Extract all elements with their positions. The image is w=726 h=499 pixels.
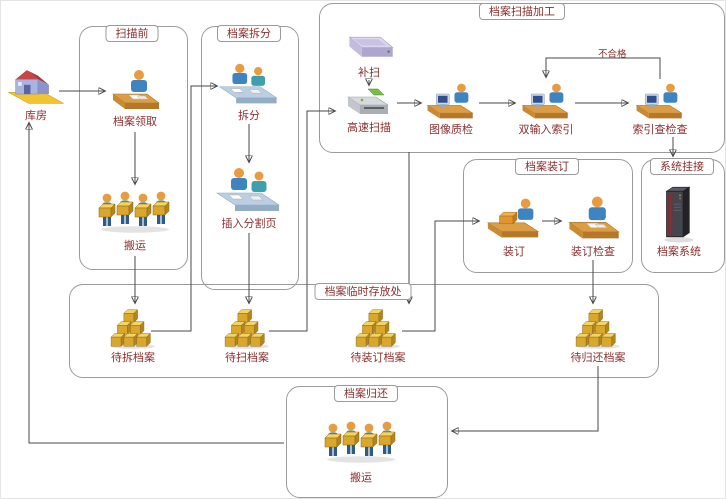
group-title-temp-storage: 档案临时存放处 xyxy=(314,283,412,300)
group-title-scan-processing: 档案扫描加工 xyxy=(479,3,565,20)
clerk-desk-icon xyxy=(105,67,165,113)
node-insert-divider: 插入分割页 xyxy=(207,165,291,230)
node-archive-receive: 档案领取 xyxy=(99,67,171,128)
carton-stack-icon xyxy=(571,307,625,349)
node-label: 搬运 xyxy=(124,239,146,252)
node-bind: 装订 xyxy=(483,193,545,258)
computer-operator-icon xyxy=(630,81,690,121)
group-title-archive-return: 档案归还 xyxy=(334,385,398,402)
node-image-qc: 图像质检 xyxy=(419,81,483,136)
node-label: 高速扫描 xyxy=(347,121,391,134)
group-title-binding: 档案装订 xyxy=(515,158,579,175)
node-label: 库房 xyxy=(25,109,47,122)
node-label: 装订 xyxy=(503,245,525,258)
node-label: 插入分割页 xyxy=(221,217,277,230)
group-title-pre-scan: 扫描前 xyxy=(105,25,159,42)
group-title-system-link: 系统挂接 xyxy=(650,158,714,175)
warehouse-icon xyxy=(5,59,67,107)
node-archive-system: 档案系统 xyxy=(651,183,707,258)
node-split: 拆分 xyxy=(211,61,287,122)
node-bind-check: 装订检查 xyxy=(561,193,625,258)
node-carry-top: 搬运 xyxy=(95,187,175,252)
node-label: 补扫 xyxy=(358,66,380,79)
node-label: 图像质检 xyxy=(429,123,473,136)
carton-stack-icon xyxy=(106,307,160,349)
node-to-bind: 待装订档案 xyxy=(343,307,413,364)
node-label: 档案系统 xyxy=(657,245,701,258)
node-label: 待拆档案 xyxy=(111,351,155,364)
node-highspeed-scan: 高速扫描 xyxy=(337,87,401,134)
node-warehouse: 库房 xyxy=(3,59,69,122)
node-to-split: 待拆档案 xyxy=(101,307,165,364)
node-label: 待装订档案 xyxy=(350,351,406,364)
binding-desk-icon xyxy=(484,193,544,243)
node-label: 待扫档案 xyxy=(225,351,269,364)
node-label: 搬运 xyxy=(350,471,372,484)
carriers-icon xyxy=(321,415,401,469)
computer-operator-icon xyxy=(421,81,481,121)
node-label: 双输入索引 xyxy=(518,123,574,136)
carton-stack-icon xyxy=(220,307,274,349)
node-carry-bottom: 搬运 xyxy=(321,415,401,484)
node-label: 装订检查 xyxy=(571,245,615,258)
work-table-icon xyxy=(214,61,284,107)
flatbed-scanner-icon xyxy=(341,31,397,64)
node-double-index: 双输入索引 xyxy=(513,81,579,136)
work-table-icon xyxy=(213,165,285,215)
node-rescan: 补扫 xyxy=(341,31,397,79)
node-label: 档案领取 xyxy=(113,115,157,128)
group-title-archive-split: 档案拆分 xyxy=(217,25,281,42)
node-label: 待归还档案 xyxy=(570,351,626,364)
computer-operator-icon xyxy=(516,81,576,121)
carton-stack-icon xyxy=(351,307,405,349)
node-index-check: 索引查检查 xyxy=(626,81,694,136)
server-icon xyxy=(659,183,699,243)
highspeed-scanner-icon xyxy=(341,87,397,119)
node-label: 索引查检查 xyxy=(632,123,688,136)
edge-label-unqualified: 不合格 xyxy=(598,49,627,60)
carriers-icon xyxy=(95,187,175,237)
node-label: 拆分 xyxy=(238,109,260,122)
clerk-desk-icon xyxy=(563,193,623,243)
node-to-scan: 待扫档案 xyxy=(215,307,279,364)
node-to-return: 待归还档案 xyxy=(563,307,633,364)
